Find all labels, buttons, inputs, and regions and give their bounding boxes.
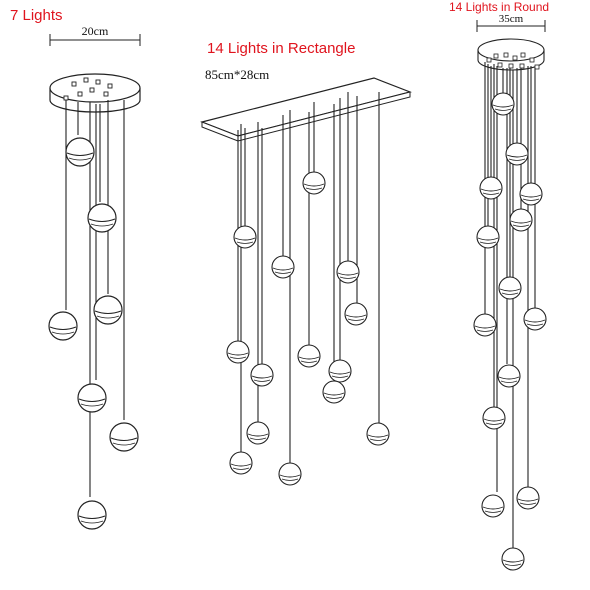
pendant-cords — [484, 62, 536, 548]
globe-lights — [226, 171, 390, 486]
globe-light — [65, 137, 95, 167]
dimension-label: 85cm*28cm — [205, 67, 269, 82]
globe-light — [297, 344, 321, 368]
globe-light — [278, 462, 302, 486]
globe-light — [336, 260, 360, 284]
variant-title: 7 Lights — [10, 7, 63, 24]
globe-light — [505, 142, 529, 166]
variant-title: 14 Lights in Round — [449, 0, 549, 14]
globe-light — [519, 182, 543, 206]
globe-light — [476, 225, 500, 249]
globe-light — [302, 171, 326, 195]
globe-light — [229, 451, 253, 475]
variant-14-lights-round: 14 Lights in Round 35cm — [449, 0, 549, 571]
globe-light — [322, 380, 346, 404]
dimension-marker: 20cm — [49, 24, 141, 46]
round-canopy — [477, 38, 545, 71]
globe-light — [48, 311, 78, 341]
globe-light — [509, 208, 533, 232]
globe-light — [482, 406, 506, 430]
pendant-cords — [65, 100, 125, 497]
globe-light — [246, 421, 270, 445]
globe-light — [77, 500, 107, 530]
globe-light — [226, 340, 250, 364]
dimension-marker: 35cm — [476, 13, 546, 32]
round-canopy — [49, 73, 141, 113]
globe-light — [479, 176, 503, 200]
rectangle-canopy — [200, 77, 412, 142]
globe-light — [271, 255, 295, 279]
variant-7-lights: 7 Lights 20cm — [10, 7, 141, 530]
globe-light — [516, 486, 540, 510]
globe-light — [344, 302, 368, 326]
variant-title: 14 Lights in Rectangle — [207, 40, 355, 57]
globe-light — [501, 547, 525, 571]
variant-14-lights-rectangle: 14 Lights in Rectangle 85cm*28cm — [200, 40, 412, 486]
globe-light — [328, 359, 352, 383]
globe-light — [366, 422, 390, 446]
globe-light — [491, 92, 515, 116]
globe-light — [250, 363, 274, 387]
globe-light — [498, 276, 522, 300]
dimension-label: 35cm — [499, 13, 524, 25]
globe-light — [77, 383, 107, 413]
globe-light — [233, 225, 257, 249]
globe-light — [109, 422, 139, 452]
globe-light — [497, 364, 521, 388]
globe-light — [523, 307, 547, 331]
globe-lights — [48, 137, 139, 530]
globe-light — [87, 203, 117, 233]
globe-light — [481, 494, 505, 518]
globe-light — [473, 313, 497, 337]
dimension-label: 20cm — [82, 24, 109, 38]
globe-light — [93, 295, 123, 325]
